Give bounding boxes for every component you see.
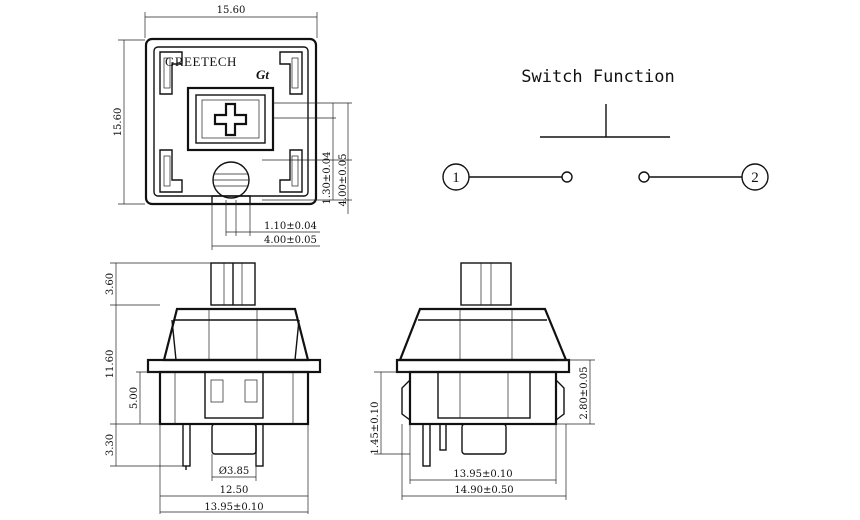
side-bottom-width-dim: 13.95±0.10 [453,469,512,480]
top-width-dim: 15.60 [217,5,246,16]
brand-label: GREETECH [165,54,237,69]
terminal-2-label: 2 [751,170,759,186]
side-overall-width-dim: 14.90±0.50 [454,485,513,496]
stem-height-dim: 3.60 [105,273,116,295]
switch-function-title: Switch Function [521,67,675,87]
side-view: 1.45±0.10 2.80±0.05 13.95±0.10 14.90±0.5… [370,262,595,500]
brand-logo: Gt [256,67,269,82]
lower-height-dim: 5.00 [129,387,140,409]
stem-offset-dim: 1.30±0.04 [322,152,333,205]
top-height-dim: 15.60 [113,108,124,137]
led-height-dim: 4.00±0.05 [338,154,349,207]
side-height-dim: 2.80±0.05 [579,367,590,420]
led-width-dim: 4.00±0.05 [264,235,317,246]
clip-height-dim: 1.45±0.10 [370,402,381,455]
switch-function: Switch Function 1 2 [442,67,769,191]
front-view: 3.60 11.60 5.00 3.30 Ø3.85 12.50 13.95±0… [105,262,322,514]
body-height-dim: 11.60 [105,350,116,379]
pin-diameter-dim: Ø3.85 [219,466,249,477]
terminal-1-label: 1 [452,170,460,186]
overall-width-dim: 13.95±0.10 [204,502,263,513]
bottom-width-dim: 12.50 [220,485,249,496]
top-view: 15.60 15.60 GREETECH Gt [113,5,352,250]
cross-stem-icon [213,102,248,137]
pin-length-dim: 3.30 [105,434,116,456]
terminal-2-symbol [741,163,769,191]
stem-width-dim: 1.10±0.04 [264,221,317,232]
